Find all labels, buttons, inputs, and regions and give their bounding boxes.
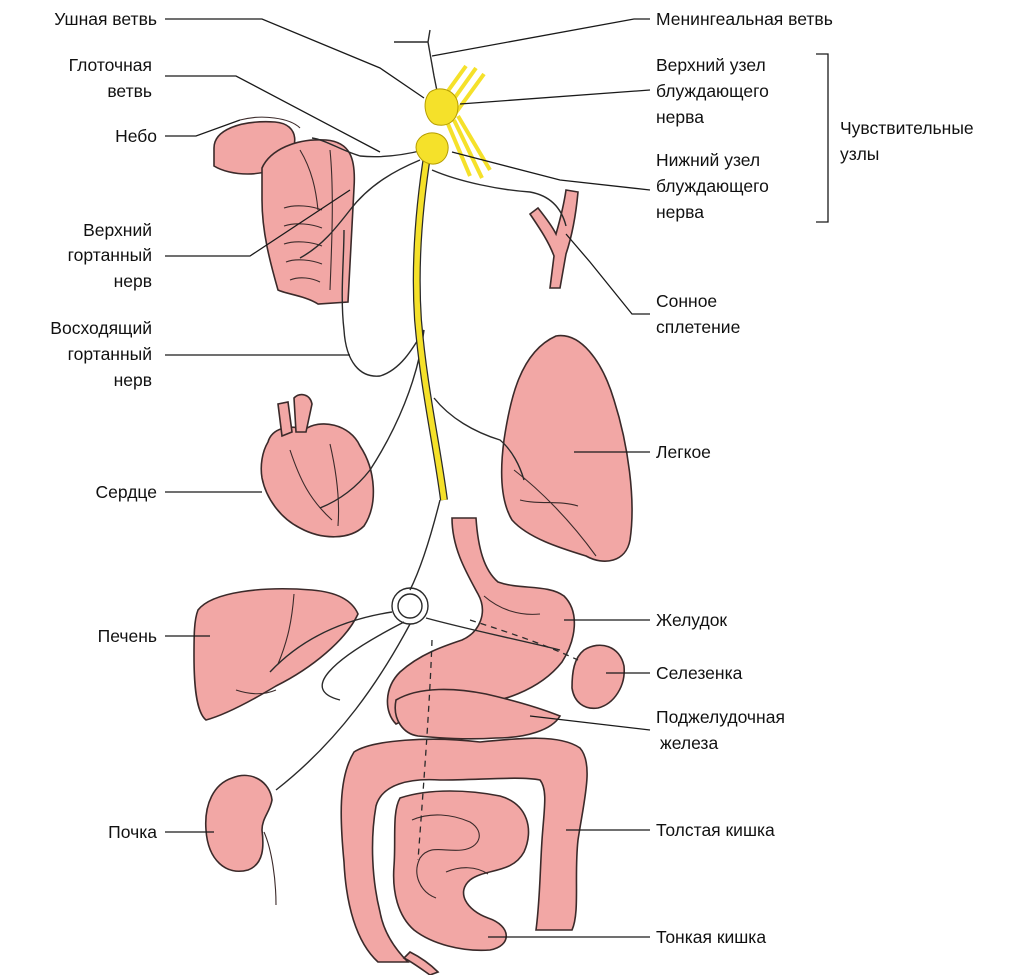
superior-ganglion	[425, 89, 458, 125]
lung-shape	[502, 336, 632, 562]
liver-shape	[194, 589, 358, 720]
leader-superior-ganglion	[460, 90, 650, 104]
leader-meningeal	[432, 19, 650, 56]
ureter	[264, 832, 276, 905]
label-small-intestine: Тонкая кишка	[656, 927, 766, 947]
meningeal-nerve-line	[394, 30, 438, 96]
label-inferior-ganglion-1: Нижний узел	[656, 150, 760, 170]
label-superior-laryngeal-2: гортанный	[68, 245, 152, 265]
label-pancreas-2: железа	[660, 733, 718, 753]
label-carotid-plexus-1: Сонное	[656, 291, 717, 311]
spleen-shape	[572, 645, 624, 708]
label-superior-ganglion-3: нерва	[656, 107, 704, 127]
label-sensory-ganglia-2: узлы	[840, 144, 879, 164]
label-stomach: Желудок	[656, 610, 727, 630]
label-spleen: Селезенка	[656, 663, 743, 683]
leader-auricular	[165, 19, 424, 98]
label-lung: Легкое	[656, 442, 711, 462]
label-kidney: Почка	[108, 822, 157, 842]
label-auricular-branch: Ушная ветвь	[54, 9, 157, 29]
label-superior-laryngeal-1: Верхний	[83, 220, 152, 240]
label-inferior-ganglion-3: нерва	[656, 202, 704, 222]
label-superior-laryngeal-3: нерв	[114, 271, 152, 291]
label-liver: Печень	[98, 626, 157, 646]
leader-carotid	[566, 234, 650, 314]
label-recurrent-laryngeal-2: гортанный	[68, 344, 152, 364]
recurrent-laryngeal-nerve-line	[342, 230, 424, 376]
label-meningeal-branch: Менингеальная ветвь	[656, 9, 833, 29]
bracket-sensory-ganglia	[816, 54, 828, 222]
heart-shape	[261, 424, 373, 537]
label-pancreas-1: Поджелудочная	[656, 707, 785, 727]
label-palate: Небо	[115, 126, 157, 146]
label-colon: Толстая кишка	[656, 820, 775, 840]
label-superior-ganglion-2: блуждающего	[656, 81, 769, 101]
small-intestine-shape	[394, 791, 529, 950]
inferior-ganglion	[416, 133, 448, 164]
label-heart: Сердце	[96, 482, 157, 502]
rectum-shape	[404, 952, 438, 975]
label-carotid-plexus-2: сплетение	[656, 317, 740, 337]
label-superior-ganglion-1: Верхний узел	[656, 55, 766, 75]
label-pharyngeal-branch-1: Глоточная	[69, 55, 152, 75]
pancreas-shape	[395, 689, 560, 738]
label-recurrent-laryngeal-1: Восходящий	[50, 318, 152, 338]
kidney-shape	[206, 775, 272, 871]
label-sensory-ganglia-1: Чувствительные	[840, 118, 974, 138]
celiac-plexus-ring	[392, 588, 428, 624]
label-recurrent-laryngeal-3: нерв	[114, 370, 152, 390]
label-pharyngeal-branch-2: ветвь	[107, 81, 152, 101]
label-inferior-ganglion-2: блуждающего	[656, 176, 769, 196]
